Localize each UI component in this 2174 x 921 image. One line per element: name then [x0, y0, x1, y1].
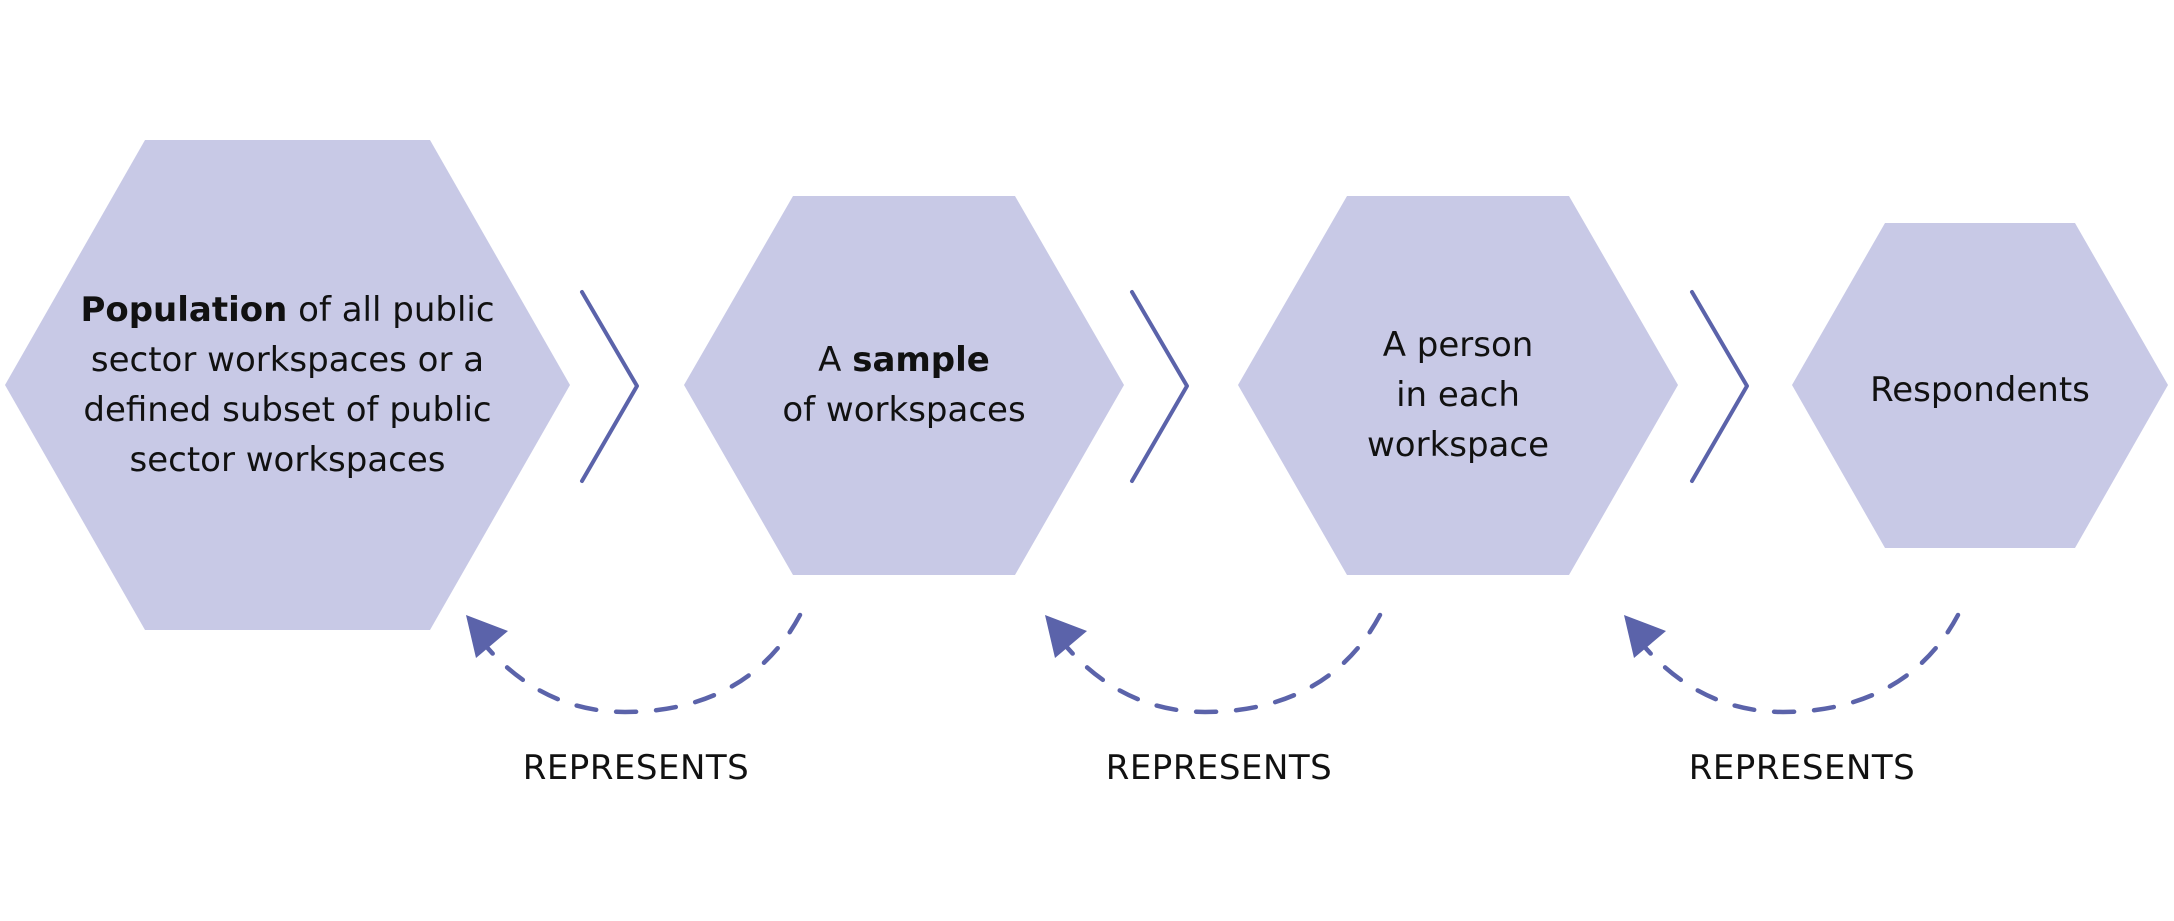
population-text: Population of all public sector workspac…	[60, 270, 515, 500]
represents-arrow-2	[1062, 612, 1383, 715]
chevron-right-icon-1	[580, 290, 639, 483]
population-hexagon	[5, 140, 570, 630]
person-hexagon	[1238, 196, 1678, 575]
arrow-head-icon-1	[466, 615, 508, 658]
person-text: A person in each workspace	[1258, 315, 1658, 475]
represents-label-2: REPRESENTS	[1105, 748, 1333, 788]
population-rest: of all public sector workspaces or a def…	[83, 290, 495, 480]
arrow-head-icon-2	[1045, 615, 1087, 658]
person-line-2: in each	[1396, 375, 1520, 415]
respondents-label: Respondents	[1870, 370, 2090, 410]
arrow-head-icon-3	[1624, 615, 1666, 658]
respondents-text: Respondents	[1810, 360, 2150, 420]
sample-bold: sample	[852, 340, 990, 380]
sample-lead: A	[818, 340, 853, 380]
population-bold: Population	[80, 290, 288, 330]
represents-label-3: REPRESENTS	[1688, 748, 1916, 788]
represents-arrow-1	[482, 612, 803, 715]
represents-label-1: REPRESENTS	[522, 748, 750, 788]
sample-hexagon	[684, 196, 1124, 575]
sample-text: A sample of workspaces	[704, 330, 1104, 440]
person-line-1: A person	[1382, 325, 1534, 365]
sample-rest: of workspaces	[782, 390, 1026, 430]
represents-arrow-3	[1640, 612, 1961, 715]
person-line-3: workspace	[1366, 425, 1550, 465]
chevron-right-icon-3	[1690, 290, 1749, 483]
chevron-right-icon-2	[1130, 290, 1189, 483]
respondents-hexagon	[1792, 223, 2168, 548]
